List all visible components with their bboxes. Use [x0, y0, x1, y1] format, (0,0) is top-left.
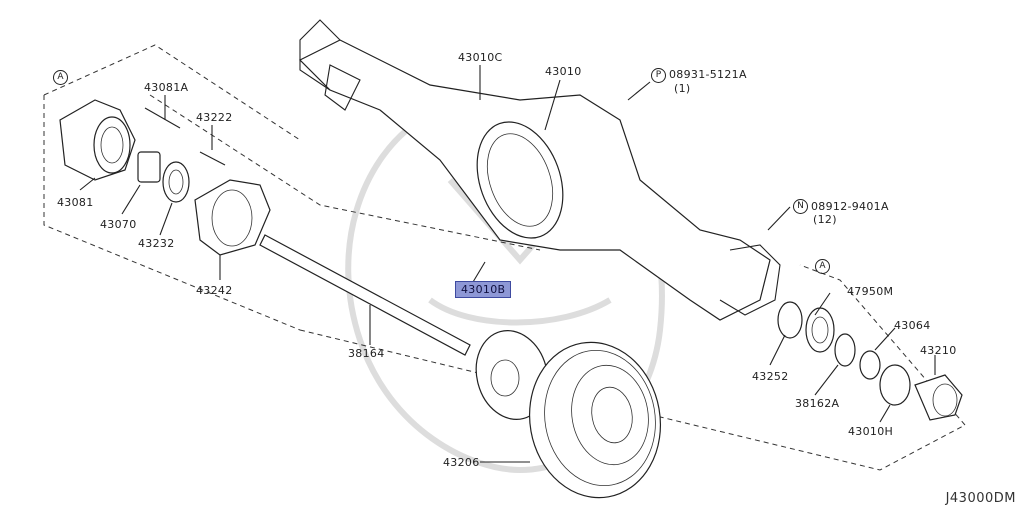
- part-label-38162a[interactable]: 38162A: [795, 397, 840, 410]
- part-qty-08912: (12): [813, 213, 837, 226]
- part-label-43010c[interactable]: 43010C: [458, 51, 503, 64]
- part-label-08912-9401a[interactable]: 08912-9401A: [811, 200, 889, 213]
- part-label-43010h[interactable]: 43010H: [848, 425, 894, 438]
- part-label-43070[interactable]: 43070: [100, 218, 137, 231]
- part-label-43210[interactable]: 43210: [920, 344, 957, 357]
- part-label-08931-5121a[interactable]: 08931-5121A: [669, 68, 747, 81]
- part-label-43010b-highlighted[interactable]: 43010B: [455, 281, 512, 298]
- leader-lines: [79, 65, 936, 463]
- part-qty-08931: (1): [674, 82, 691, 95]
- part-label-43010[interactable]: 43010: [545, 65, 582, 78]
- part-label-43232[interactable]: 43232: [138, 237, 175, 250]
- part-label-43222[interactable]: 43222: [196, 111, 233, 124]
- part-label-43064[interactable]: 43064: [894, 319, 931, 332]
- left-hub-parts: [59, 99, 271, 256]
- part-label-43206[interactable]: 43206: [443, 456, 480, 469]
- ref-a-right-marker: A: [815, 259, 830, 274]
- right-hub-parts: [777, 301, 963, 421]
- n-marker: N: [793, 199, 808, 214]
- axle-shaft: [259, 234, 549, 421]
- part-label-43242[interactable]: 43242: [196, 284, 233, 297]
- part-label-43081a[interactable]: 43081A: [144, 81, 189, 94]
- part-label-38164[interactable]: 38164: [348, 347, 385, 360]
- axle-housing: [298, 19, 781, 321]
- part-label-43081[interactable]: 43081: [57, 196, 94, 209]
- part-label-43252[interactable]: 43252: [752, 370, 789, 383]
- diagram-code: J43000DM: [945, 491, 1016, 506]
- p-marker: P: [651, 68, 666, 83]
- part-label-47950m[interactable]: 47950M: [847, 285, 894, 298]
- ref-a-left-marker: A: [53, 70, 68, 85]
- brake-drum: [528, 341, 662, 499]
